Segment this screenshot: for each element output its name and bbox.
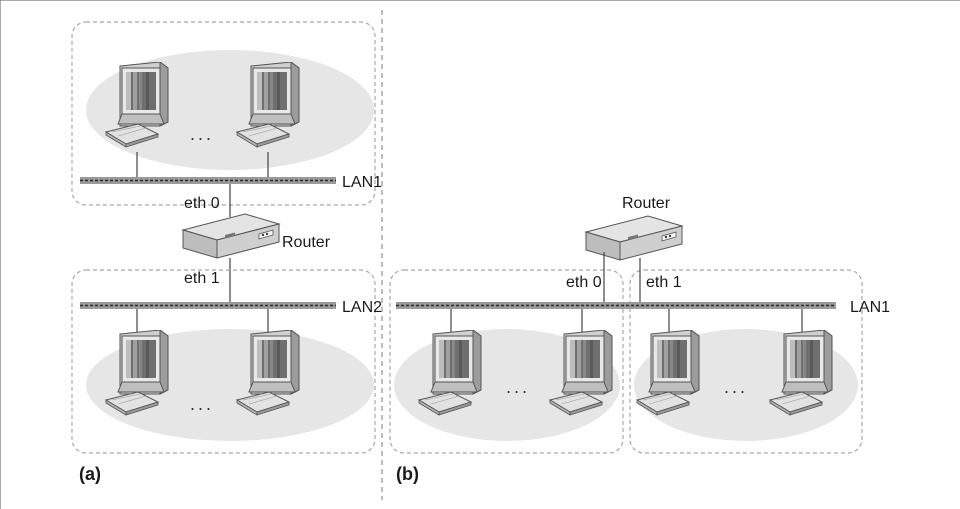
lan1-label-b: LAN1 <box>850 299 890 316</box>
eth0-label: eth 0 <box>184 195 220 212</box>
eth1-label: eth 1 <box>184 270 220 287</box>
ellipsis-right: ... <box>724 377 748 397</box>
ellipsis-left: ... <box>506 377 530 397</box>
eth0-label-b: eth 0 <box>566 274 602 291</box>
router-label: Router <box>282 234 331 251</box>
router-label-b: Router <box>622 195 671 212</box>
router-icon <box>182 213 280 259</box>
group-box-top <box>71 21 376 206</box>
panel-a: ... LAN1 eth 0 Router eth 1 LAN2 ... (a) <box>71 21 382 484</box>
lan1-label: LAN1 <box>342 174 382 191</box>
group-box-right <box>629 269 863 454</box>
panel-b: Router eth 0 eth 1 LAN1 ... ... (b) <box>389 195 890 484</box>
caption-b: (b) <box>396 464 419 484</box>
router-icon <box>585 215 683 261</box>
group-box-bottom <box>71 269 376 454</box>
ellipsis-top: ... <box>190 124 214 144</box>
ellipsis-bottom: ... <box>190 394 214 414</box>
group-box-left <box>389 269 624 454</box>
eth1-label-b: eth 1 <box>646 274 682 291</box>
lan2-label: LAN2 <box>342 299 382 316</box>
caption-a: (a) <box>79 464 101 484</box>
